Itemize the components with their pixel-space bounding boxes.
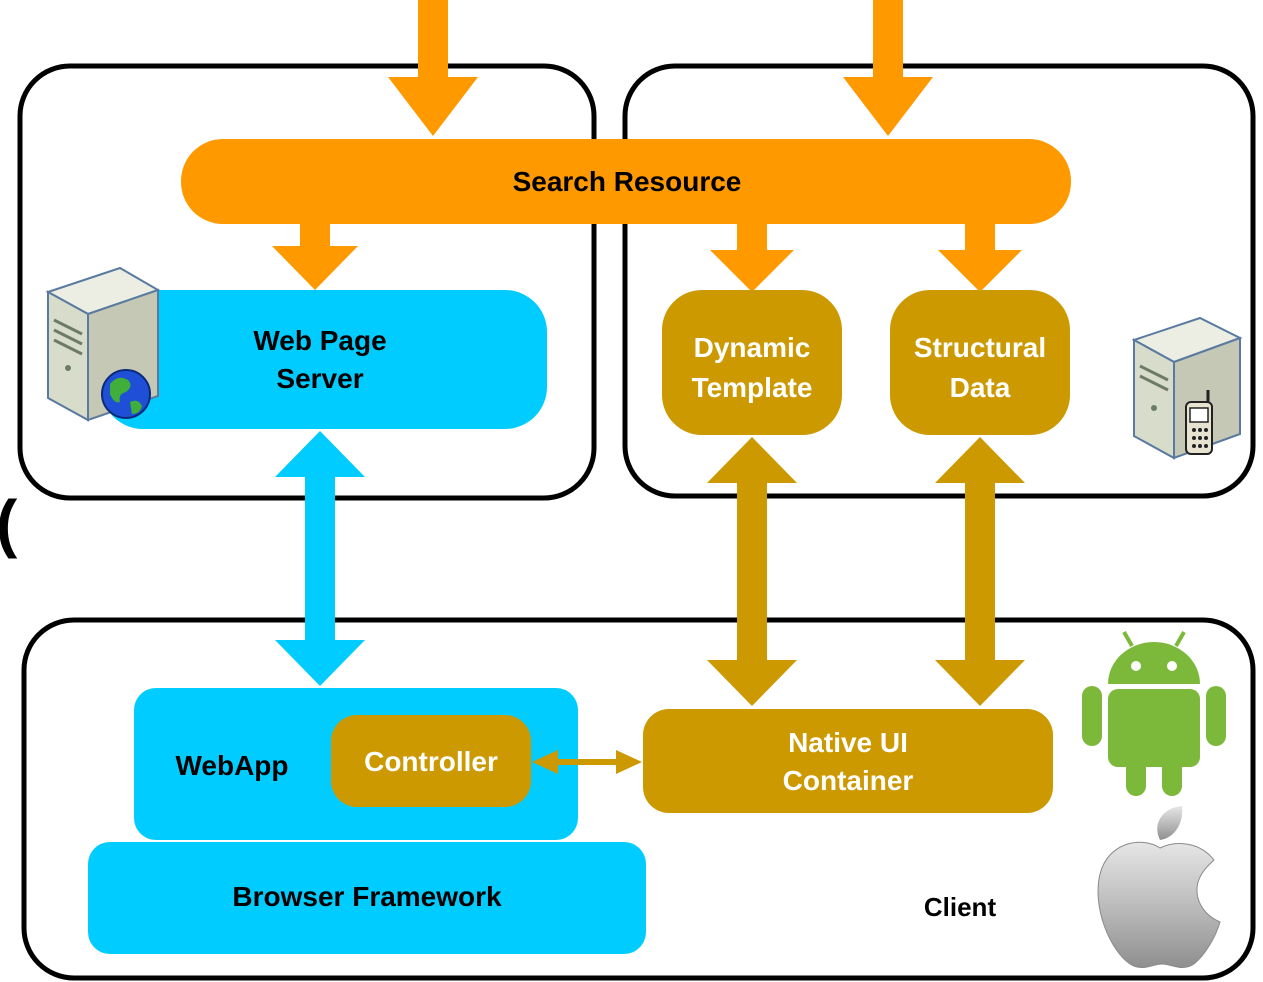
web-page-server-box: [101, 290, 547, 429]
structural-data-label-line2: Data: [950, 372, 1011, 403]
incoming-arrow-right: [843, 0, 933, 136]
apple-icon: [1097, 806, 1221, 969]
controller-label: Controller: [364, 746, 498, 777]
search-to-webserver-arrow: [272, 222, 358, 290]
server-phone-icon: [1131, 316, 1243, 460]
controller-box: [331, 715, 531, 807]
browser-framework-label: Browser Framework: [232, 881, 502, 912]
search-resource-label: Search Resource: [513, 166, 742, 197]
server-globe-icon: [45, 266, 161, 422]
controller-native-double-arrow: [532, 750, 642, 774]
web-page-server-label-line1: Web Page: [253, 325, 386, 356]
stray-parenthesis: (: [0, 487, 18, 559]
search-to-template-arrow: [710, 222, 794, 292]
search-resource-bar: [181, 139, 1071, 224]
dynamic-template-label-line2: Template: [692, 372, 813, 403]
webserver-webapp-double-arrow: [275, 431, 365, 686]
incoming-arrow-left: [388, 0, 478, 136]
structural-data-label-line1: Structural: [914, 332, 1046, 363]
webapp-label: WebApp: [175, 750, 288, 781]
mobile-server-group-frame: [622, 63, 1256, 499]
dynamic-template-label-line1: Dynamic: [694, 332, 811, 363]
client-label: Client: [924, 892, 997, 922]
dynamic-template-box: [662, 290, 842, 435]
data-native-double-arrow: [935, 437, 1025, 706]
template-native-double-arrow: [707, 437, 797, 706]
client-group-frame: [21, 617, 1256, 981]
android-icon: [1082, 631, 1226, 796]
browser-framework-box: [88, 842, 646, 954]
native-ui-label-line1: Native UI: [788, 727, 908, 758]
structural-data-box: [890, 290, 1070, 435]
native-ui-container-box: [643, 709, 1053, 813]
search-to-data-arrow: [938, 222, 1022, 292]
web-page-server-label-line2: Server: [276, 363, 363, 394]
native-ui-label-line2: Container: [783, 765, 914, 796]
